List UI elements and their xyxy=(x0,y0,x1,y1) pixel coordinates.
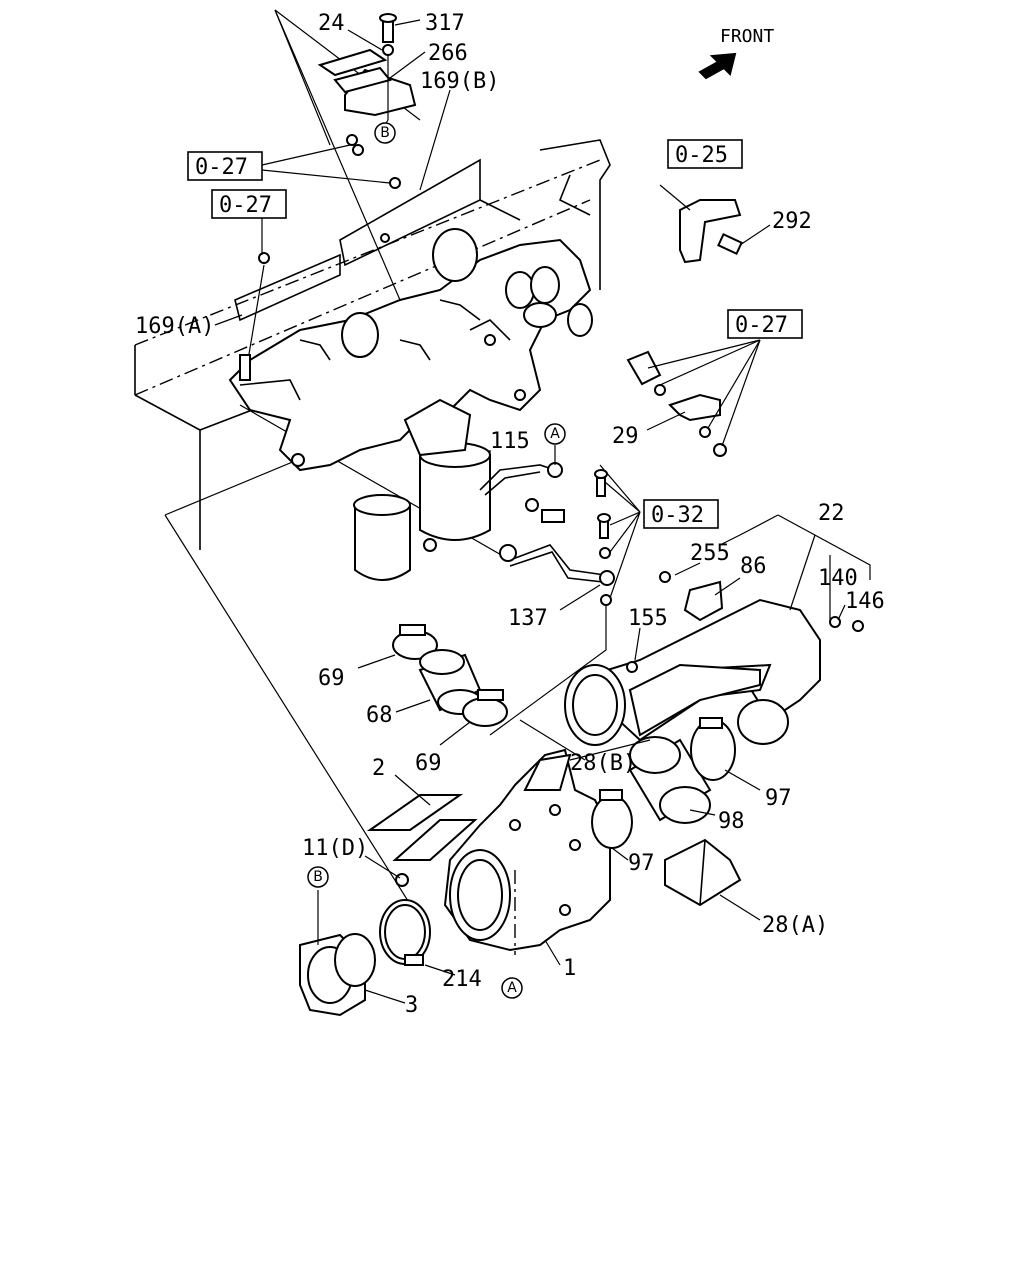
ref-label-0-27-lower: 0-27 xyxy=(219,193,272,218)
gasket-2 xyxy=(366,794,478,861)
part-labels: 24 317 266 169(B) 292 169(A) 29 115 22 2… xyxy=(135,11,885,1018)
marker-a-pipe: A xyxy=(544,423,566,445)
ref-box-0-27-right: 0-27 xyxy=(727,309,803,339)
label-146: 146 xyxy=(845,589,885,614)
label-2: 2 xyxy=(372,756,385,781)
svg-text:B: B xyxy=(380,125,390,141)
label-266: 266 xyxy=(428,41,468,66)
marker-b-top: B xyxy=(374,122,396,144)
ref-box-0-27-upper: 0-27 xyxy=(187,151,263,181)
label-28a: 28(A) xyxy=(762,913,828,938)
top-bracket-assembly xyxy=(239,13,417,381)
label-24: 24 xyxy=(318,11,345,36)
heat-shield-28b xyxy=(628,663,761,737)
ref-box-0-27-lower: 0-27 xyxy=(211,189,287,219)
label-28b: 28(B) xyxy=(570,751,636,776)
oil-pipe-assembly xyxy=(479,462,615,736)
clamp-97-upper xyxy=(690,717,736,781)
label-98: 98 xyxy=(718,809,745,834)
label-29: 29 xyxy=(612,424,639,449)
front-label: FRONT xyxy=(720,26,774,47)
ref-box-0-32: 0-32 xyxy=(643,499,719,529)
hose-clamp-69-upper xyxy=(392,624,438,660)
bracket-29-assembly xyxy=(626,350,727,457)
label-255: 255 xyxy=(690,541,730,566)
exhaust-manifold xyxy=(228,228,593,472)
nut-11d xyxy=(395,873,409,887)
label-115: 115 xyxy=(490,429,530,454)
ref-label-0-27-right: 0-27 xyxy=(735,313,788,338)
svg-text:A: A xyxy=(550,426,560,442)
front-direction-arrow: FRONT xyxy=(698,26,774,80)
heat-shield-28a xyxy=(664,838,742,907)
label-169a: 169(A) xyxy=(135,314,214,339)
marker-a-bottom: A xyxy=(501,977,523,999)
label-97-upper: 97 xyxy=(765,786,792,811)
clamp-97-lower xyxy=(591,789,633,849)
svg-text:B: B xyxy=(313,869,323,885)
hose-98 xyxy=(628,736,712,824)
label-169b: 169(B) xyxy=(420,69,499,94)
ref-label-0-27-upper: 0-27 xyxy=(195,155,248,180)
label-140: 140 xyxy=(818,566,858,591)
label-22: 22 xyxy=(818,501,845,526)
label-137: 137 xyxy=(508,606,548,631)
flange-3 xyxy=(299,933,376,1017)
label-86: 86 xyxy=(740,554,767,579)
label-1: 1 xyxy=(563,956,576,981)
oil-filter-housing xyxy=(353,398,491,581)
label-292: 292 xyxy=(772,209,812,234)
turbocharger-1 xyxy=(443,748,611,955)
label-214: 214 xyxy=(442,967,482,992)
label-97-lower: 97 xyxy=(628,851,655,876)
seal-ring-214 xyxy=(379,899,431,966)
hose-clamp-69-lower xyxy=(462,689,508,727)
label-69-upper: 69 xyxy=(318,666,345,691)
label-3: 3 xyxy=(405,993,418,1018)
label-155: 155 xyxy=(628,606,668,631)
bracket-292 xyxy=(659,184,743,264)
marker-b-left: B xyxy=(307,866,329,888)
label-68: 68 xyxy=(366,703,393,728)
svg-text:A: A xyxy=(507,980,517,996)
ref-label-0-32: 0-32 xyxy=(651,503,704,528)
label-11d: 11(D) xyxy=(302,836,368,861)
label-317: 317 xyxy=(425,11,465,36)
label-69-lower: 69 xyxy=(415,751,442,776)
ref-box-0-25: 0-25 xyxy=(667,139,743,169)
leader-lines xyxy=(214,19,871,1004)
ref-label-0-25: 0-25 xyxy=(675,143,728,168)
